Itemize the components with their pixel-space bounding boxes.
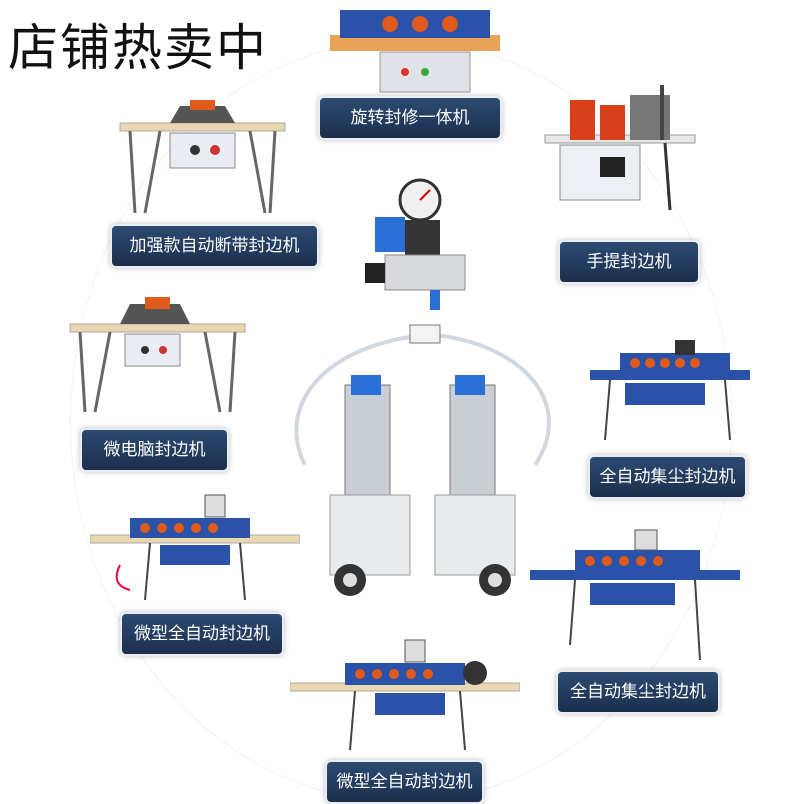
product-label-mini-auto-1[interactable]: 微型全自动封边机 <box>120 612 284 656</box>
product-label-rotary-trimming[interactable]: 旋转封修一体机 <box>318 96 502 140</box>
rotary-trimming-machine-image <box>330 10 500 93</box>
microcomputer-edge-bander-image <box>69 297 246 413</box>
mini-auto-edge-bander-bottom-image <box>290 639 520 751</box>
auto-dust-edge-bander-top-image <box>590 340 750 441</box>
product-label-microcomputer[interactable]: 微电脑封边机 <box>80 428 229 472</box>
product-label-mini-auto-2[interactable]: 微型全自动封边机 <box>325 760 484 804</box>
product-label-reinforced-auto-cut[interactable]: 加强款自动断带封边机 <box>110 224 319 268</box>
page-title: 店铺热卖中 <box>8 19 268 77</box>
product-label-auto-dust-1[interactable]: 全自动集尘封边机 <box>588 455 747 499</box>
product-label-auto-dust-2[interactable]: 全自动集尘封边机 <box>556 670 720 714</box>
reinforced-edge-bander-image <box>119 100 286 214</box>
handheld-edge-bander-image <box>544 85 696 211</box>
pneumatic-cylinder-assembly-image <box>294 178 551 596</box>
product-label-handheld[interactable]: 手提封边机 <box>558 240 700 284</box>
mini-auto-edge-bander-left-image <box>90 494 300 601</box>
auto-dust-edge-bander-bottom-image <box>530 529 740 661</box>
